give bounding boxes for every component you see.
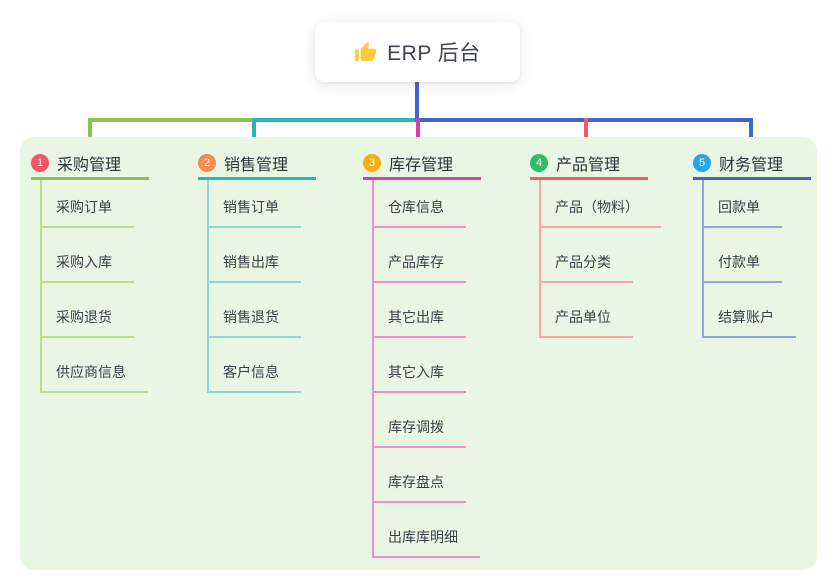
- child-node[interactable]: 销售订单: [207, 197, 301, 228]
- child-row: 仓库信息: [372, 173, 480, 228]
- child-row: 采购退货: [40, 283, 148, 338]
- branch-node-2[interactable]: 2 销售管理: [198, 149, 316, 180]
- child-row: 出库库明细: [372, 503, 480, 558]
- child-node[interactable]: 出库库明细: [372, 527, 480, 558]
- branch-index-badge: 5: [693, 154, 711, 172]
- child-row: 销售出库: [207, 228, 301, 283]
- branch-children-2: 销售订单销售出库销售退货客户信息: [207, 173, 301, 393]
- child-node[interactable]: 客户信息: [207, 362, 301, 393]
- branch-index-badge: 1: [31, 154, 49, 172]
- child-connector-line: [372, 180, 374, 558]
- child-row: 回款单: [702, 173, 796, 228]
- connector-drop-line: [584, 118, 588, 148]
- branch-children-4: 产品（物料） 产品分类产品单位: [539, 173, 661, 338]
- child-row: 产品单位: [539, 283, 661, 338]
- child-node[interactable]: 产品分类: [539, 252, 633, 283]
- connector-drop-line: [252, 118, 256, 148]
- child-node[interactable]: 其它入库: [372, 362, 466, 393]
- child-row: 供应商信息: [40, 338, 148, 393]
- child-row: 付款单: [702, 228, 796, 283]
- branch-title: 销售管理: [224, 157, 289, 174]
- connector-drop-line: [416, 118, 420, 148]
- child-node[interactable]: 销售退货: [207, 307, 301, 338]
- child-row: 销售订单: [207, 173, 301, 228]
- child-row: 其它入库: [372, 338, 480, 393]
- root-stem-line: [415, 82, 419, 122]
- child-row: 结算账户: [702, 283, 796, 338]
- child-row: 采购订单: [40, 173, 148, 228]
- child-node[interactable]: 结算账户: [702, 307, 796, 338]
- child-node[interactable]: 其它出库: [372, 307, 466, 338]
- connector-line: [252, 118, 419, 122]
- branches-panel: [20, 137, 817, 570]
- child-node[interactable]: 销售出库: [207, 252, 301, 283]
- child-row: 采购入库: [40, 228, 148, 283]
- child-connector-line: [40, 180, 42, 393]
- branch-node-5[interactable]: 5 财务管理: [693, 149, 811, 180]
- child-row: 库存调拨: [372, 393, 480, 448]
- branch-children-5: 回款单付款单结算账户: [702, 173, 796, 338]
- branch-index-badge: 2: [198, 154, 216, 172]
- child-row: 产品分类: [539, 228, 661, 283]
- branch-title: 库存管理: [389, 157, 454, 174]
- branch-index-badge: 4: [530, 154, 548, 172]
- connector-line: [88, 118, 254, 122]
- child-node[interactable]: 供应商信息: [40, 362, 148, 393]
- branch-title: 采购管理: [57, 157, 122, 174]
- child-node[interactable]: 采购退货: [40, 307, 134, 338]
- root-node[interactable]: ERP 后台: [315, 22, 520, 82]
- child-node[interactable]: 回款单: [702, 197, 782, 228]
- child-row: 产品（物料）: [539, 173, 661, 228]
- child-node[interactable]: 产品（物料）: [539, 197, 661, 228]
- child-connector-line: [702, 180, 704, 338]
- child-row: 库存盘点: [372, 448, 480, 503]
- branch-index-badge: 3: [363, 154, 381, 172]
- child-node[interactable]: 采购入库: [40, 252, 134, 283]
- child-row: 客户信息: [207, 338, 301, 393]
- child-node[interactable]: 仓库信息: [372, 197, 466, 228]
- child-connector-line: [539, 180, 541, 338]
- branch-title: 财务管理: [719, 157, 784, 174]
- child-node[interactable]: 产品库存: [372, 252, 466, 283]
- child-row: 销售退货: [207, 283, 301, 338]
- child-node[interactable]: 库存调拨: [372, 417, 466, 448]
- branch-title: 产品管理: [556, 157, 621, 174]
- branch-children-3: 仓库信息产品库存其它出库其它入库库存调拨库存盘点出库库明细: [372, 173, 480, 558]
- thumbs-up-icon: [354, 41, 377, 64]
- branch-children-1: 采购订单采购入库采购退货供应商信息: [40, 173, 148, 393]
- child-node[interactable]: 付款单: [702, 252, 782, 283]
- root-node-label: ERP 后台: [387, 42, 481, 65]
- child-row: 产品库存: [372, 228, 480, 283]
- child-connector-line: [207, 180, 209, 393]
- connector-drop-line: [749, 118, 753, 148]
- branch-node-4[interactable]: 4 产品管理: [530, 149, 648, 180]
- child-node[interactable]: 采购订单: [40, 197, 134, 228]
- child-row: 其它出库: [372, 283, 480, 338]
- child-node[interactable]: 产品单位: [539, 307, 633, 338]
- branch-node-1[interactable]: 1 采购管理: [31, 149, 149, 180]
- connector-drop-line: [88, 118, 92, 148]
- child-node[interactable]: 库存盘点: [372, 472, 466, 503]
- branch-node-3[interactable]: 3 库存管理: [363, 149, 481, 180]
